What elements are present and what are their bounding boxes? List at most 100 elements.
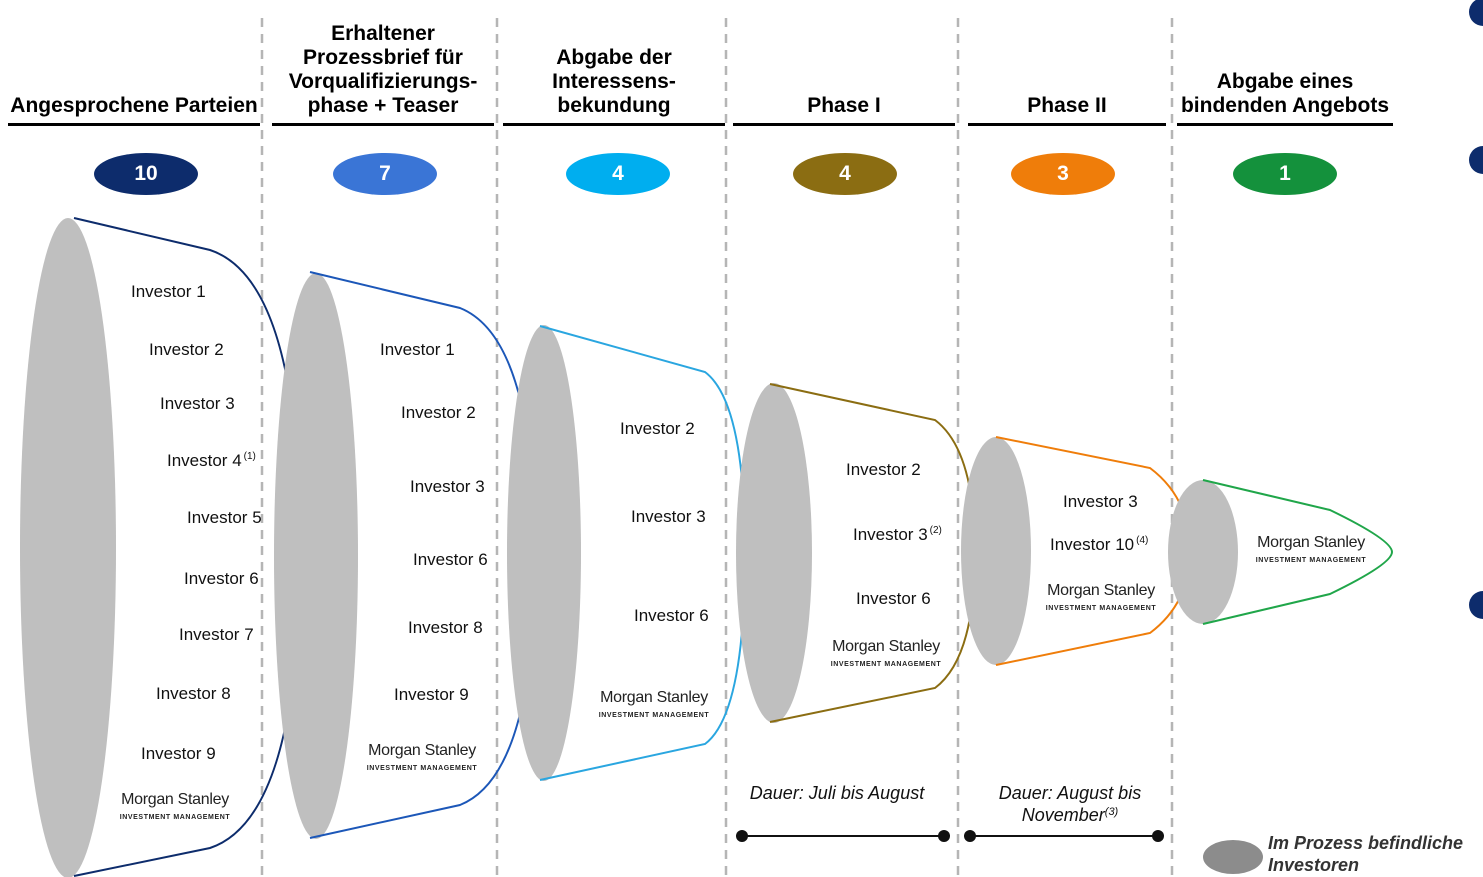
- edge-marker-icon: [1469, 146, 1483, 174]
- legend-swatch: [1203, 840, 1263, 874]
- duration-text: Dauer: August bis November: [998, 783, 1142, 825]
- investor-label: Investor 3: [410, 477, 485, 497]
- investor-label: Investor 8: [156, 684, 231, 704]
- investor-label: Investor 3: [160, 394, 235, 414]
- footnote-marker: (1): [243, 451, 256, 462]
- stage-title-underline: [503, 123, 725, 126]
- stage-title: Angesprochene Parteien: [8, 0, 260, 118]
- investor-label: Investor 3(2): [853, 525, 942, 545]
- investor-name: Investor 1: [131, 282, 206, 301]
- stage-title-text: Abgabe eines bindenden Angebots: [1180, 70, 1390, 117]
- logo-subtitle: INVESTMENT MANAGEMENT: [366, 765, 478, 772]
- investor-name: Investor 10: [1050, 535, 1135, 554]
- investor-count-value: 4: [839, 162, 851, 185]
- timeline-end-dot: [1152, 830, 1164, 842]
- timeline-end-dot: [938, 830, 950, 842]
- logo-name: Morgan Stanley: [368, 742, 476, 759]
- investor-name: Investor 3: [853, 525, 928, 544]
- logo-name: Morgan Stanley: [1257, 534, 1365, 551]
- funnel-mouth-ellipse: [507, 325, 581, 781]
- footnote-marker: (4): [1136, 535, 1149, 546]
- funnel-mouth-ellipse: [1168, 480, 1238, 624]
- footnote-marker: (3): [1104, 806, 1119, 818]
- legend-label: Im Prozess befindliche Investoren: [1268, 833, 1464, 875]
- investor-label: Investor 5: [187, 508, 262, 528]
- investor-name: Investor 2: [846, 460, 921, 479]
- investor-name: Investor 6: [634, 606, 709, 625]
- logo-subtitle: INVESTMENT MANAGEMENT: [1255, 557, 1367, 564]
- investor-name: Investor 3: [631, 507, 706, 526]
- investor-label: Investor 6: [413, 550, 488, 570]
- investor-name: Investor 5: [187, 508, 262, 527]
- logo-subtitle: INVESTMENT MANAGEMENT: [830, 661, 942, 668]
- investor-name: Investor 2: [149, 340, 224, 359]
- investor-name: Investor 6: [413, 550, 488, 569]
- investor-label: Investor 2: [401, 403, 476, 423]
- investor-label: Investor 2: [846, 460, 921, 480]
- logo-name: Morgan Stanley: [121, 791, 229, 808]
- investor-count-badge: 7: [333, 153, 437, 195]
- investor-name: Investor 8: [408, 618, 483, 637]
- investor-name: Investor 2: [401, 403, 476, 422]
- stage-title: Phase II: [968, 0, 1166, 118]
- investor-name: Investor 9: [141, 744, 216, 763]
- timeline-start-dot: [964, 830, 976, 842]
- investor-name: Investor 6: [184, 569, 259, 588]
- investor-label: Investor 1: [131, 282, 206, 302]
- investor-label: Investor 6: [634, 606, 709, 626]
- duration-caption: Dauer: August bis November(3): [970, 782, 1170, 826]
- funnel-mouth-ellipse: [274, 273, 358, 839]
- investor-count-value: 4: [612, 162, 624, 185]
- investor-name: Investor 8: [156, 684, 231, 703]
- investor-count-badge: 1: [1233, 153, 1337, 195]
- investor-name: Investor 3: [1063, 492, 1138, 511]
- stage-title-underline: [8, 123, 260, 126]
- logo-subtitle: INVESTMENT MANAGEMENT: [1045, 605, 1157, 612]
- timeline-start-dot: [736, 830, 748, 842]
- investor-name: Investor 2: [620, 419, 695, 438]
- investor-label: Investor 1: [380, 340, 455, 360]
- stage-title-text: Angesprochene Parteien: [10, 94, 258, 117]
- investor-label: Investor 6: [856, 589, 931, 609]
- stage-title-underline: [1177, 123, 1393, 126]
- investor-name: Investor 1: [380, 340, 455, 359]
- duration-text: Dauer: Juli bis August: [749, 783, 925, 803]
- investor-name: Investor 7: [179, 625, 254, 644]
- investor-count-badge: 10: [94, 153, 198, 195]
- stage-title: Abgabe eines bindenden Angebots: [1177, 0, 1393, 118]
- funnel-mouth-ellipse: [736, 383, 812, 723]
- stage-title-text: Phase I: [807, 94, 881, 117]
- investor-label: Investor 3: [631, 507, 706, 527]
- investor-count-value: 1: [1279, 162, 1291, 185]
- investor-label: Investor 2: [149, 340, 224, 360]
- investor-count-badge: 4: [566, 153, 670, 195]
- investor-count-badge: 3: [1011, 153, 1115, 195]
- investor-name: Investor 3: [410, 477, 485, 496]
- stage-title: Phase I: [733, 0, 955, 118]
- investor-count-value: 10: [134, 162, 158, 185]
- funnel-outline: [1202, 479, 1394, 625]
- investor-label: Investor 9: [394, 685, 469, 705]
- investor-name: Investor 6: [856, 589, 931, 608]
- stage-title-text: Phase II: [1027, 94, 1107, 117]
- investor-label: Investor 9: [141, 744, 216, 764]
- stage-title-underline: [733, 123, 955, 126]
- investor-count-value: 7: [379, 162, 391, 185]
- logo-name: Morgan Stanley: [600, 689, 708, 706]
- investor-label: Investor 10(4): [1050, 535, 1148, 555]
- edge-marker-icon: [1469, 591, 1483, 619]
- investor-label: Investor 3: [1063, 492, 1138, 512]
- stage-title: Erhaltener Prozessbrief für Vorqualifizi…: [272, 0, 494, 118]
- investor-label: Investor 2: [620, 419, 695, 439]
- duration-caption: Dauer: Juli bis August: [737, 782, 937, 804]
- investor-label: Investor 7: [179, 625, 254, 645]
- stage-title: Abgabe der Interessens-bekundung: [503, 0, 725, 118]
- stage-title-text: Erhaltener Prozessbrief für Vorqualifizi…: [288, 22, 478, 117]
